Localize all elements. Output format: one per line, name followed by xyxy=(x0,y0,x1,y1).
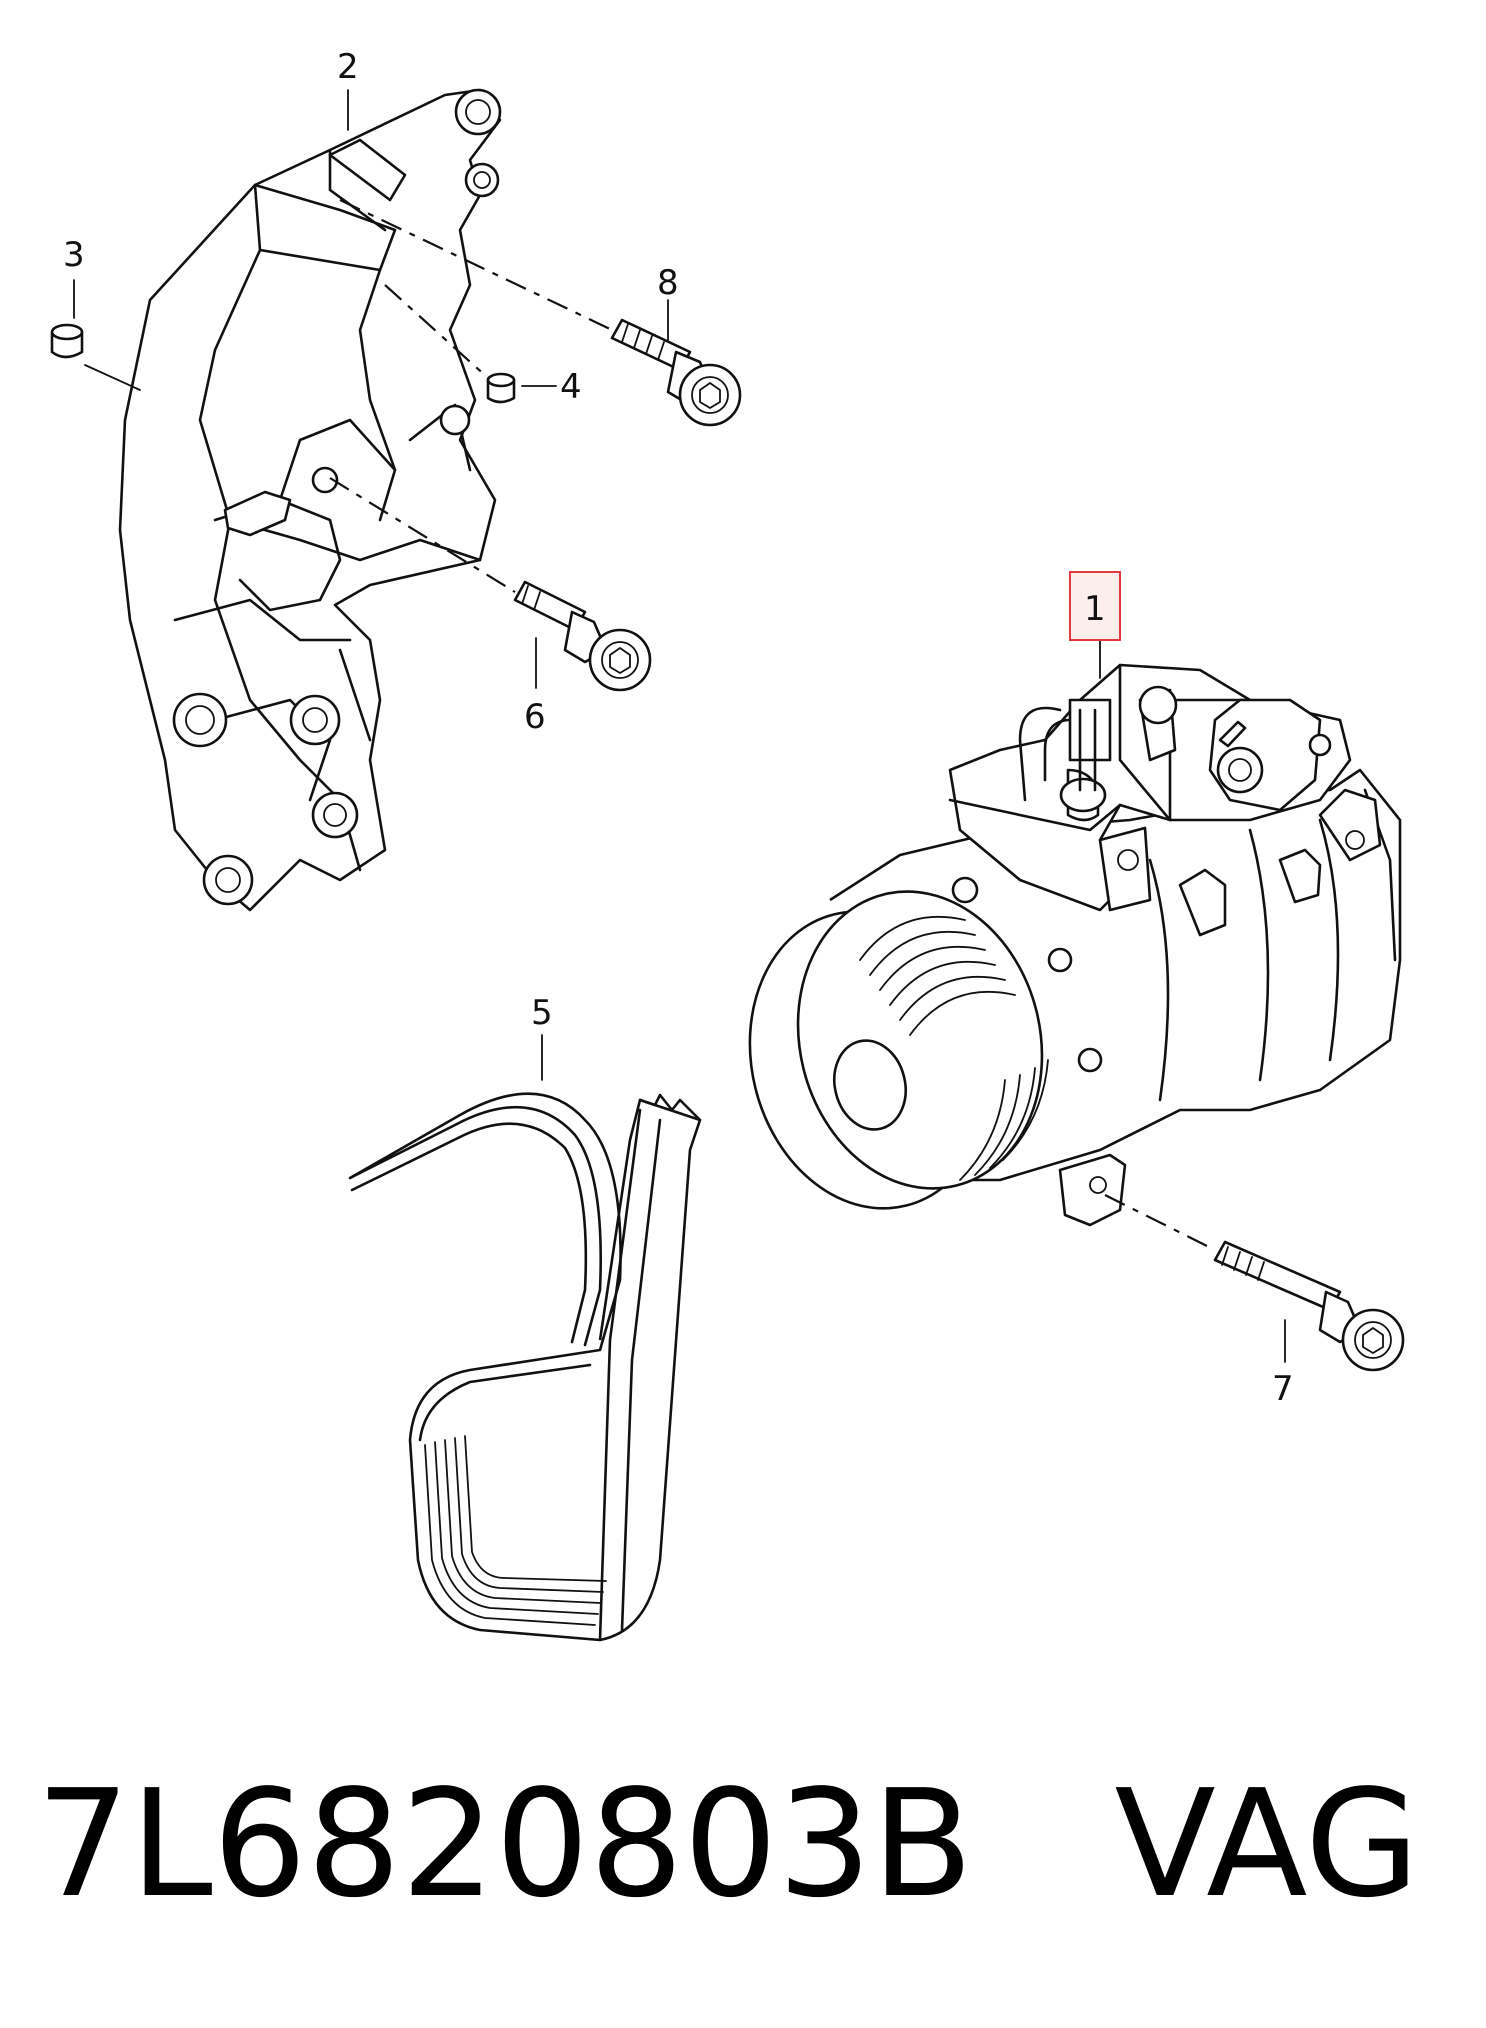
part-number: 7L6820803B xyxy=(36,1758,974,1930)
callout-5: 5 xyxy=(531,993,553,1033)
callout-3: 3 xyxy=(63,235,85,275)
assembly-lines xyxy=(329,199,1216,1251)
callout-6: 6 xyxy=(524,697,546,737)
callout-8: 8 xyxy=(657,263,679,303)
sleeve-part-3 xyxy=(50,323,84,359)
mounting-bracket xyxy=(118,88,502,912)
ribbed-belt xyxy=(348,1092,702,1642)
callout-1-highlight xyxy=(1069,571,1121,641)
bolt-part-7 xyxy=(1213,1240,1405,1372)
callout-2: 2 xyxy=(337,47,359,87)
callout-4: 4 xyxy=(560,367,582,407)
brand-name: VAG xyxy=(1114,1758,1420,1930)
sleeve-part-4 xyxy=(486,372,516,404)
ac-compressor xyxy=(748,663,1402,1227)
bolt-part-6 xyxy=(513,580,652,692)
callout-1: 1 xyxy=(1084,589,1106,629)
bolt-part-8 xyxy=(610,318,742,427)
callout-labels: 1 2 3 4 5 6 7 8 xyxy=(63,47,1294,1409)
leader-lines xyxy=(73,89,1286,1363)
part-caption: 7L6820803B VAG xyxy=(36,1770,1420,1918)
callout-7: 7 xyxy=(1272,1369,1294,1409)
